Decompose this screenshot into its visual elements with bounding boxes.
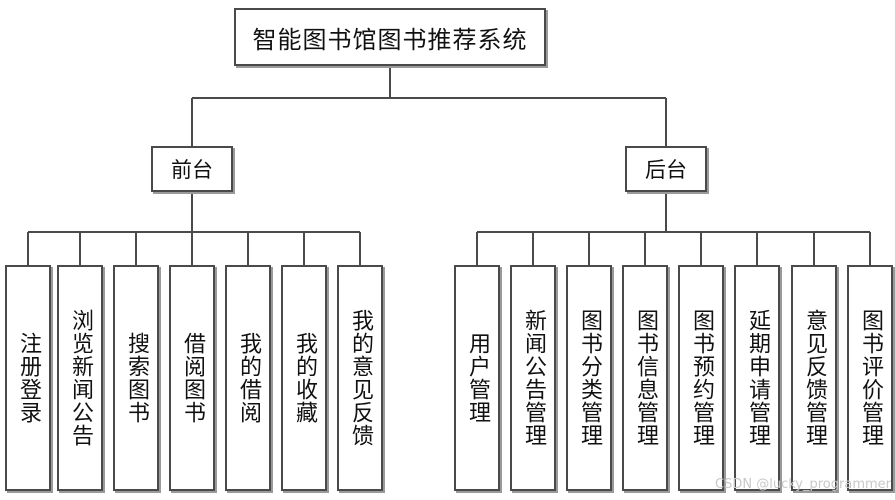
root-node: 智能图书馆图书推荐系统	[234, 8, 546, 66]
leaf-label: 浏览新闻公告	[67, 309, 93, 447]
leaf-node: 我的收藏	[281, 265, 327, 491]
leaf-node: 图书评价管理	[847, 265, 893, 491]
leaf-label: 图书评价管理	[857, 309, 883, 447]
leaf-label: 图书分类管理	[576, 309, 602, 447]
watermark: CSDN @lucky_programmer	[715, 477, 891, 492]
leaf-label: 图书信息管理	[632, 309, 658, 447]
leaf-node: 图书分类管理	[566, 265, 612, 491]
leaf-node: 用户管理	[454, 265, 500, 491]
leaf-label: 我的收藏	[291, 332, 317, 424]
leaf-node: 注册登录	[5, 265, 51, 491]
branch-backend: 后台	[625, 146, 707, 192]
leaf-label: 我的意见反馈	[347, 309, 373, 447]
leaf-label: 借阅图书	[179, 332, 205, 424]
leaf-node: 浏览新闻公告	[57, 265, 103, 491]
leaf-label: 搜索图书	[123, 332, 149, 424]
leaf-label: 用户管理	[464, 332, 490, 424]
leaf-node: 搜索图书	[113, 265, 159, 491]
leaf-node: 新闻公告管理	[510, 265, 556, 491]
leaf-node: 我的借阅	[225, 265, 271, 491]
branch-label: 后台	[645, 158, 687, 182]
leaf-node: 意见反馈管理	[791, 265, 837, 491]
leaf-label: 我的借阅	[235, 332, 261, 424]
leaf-label: 延期申请管理	[744, 309, 770, 447]
leaf-node: 借阅图书	[169, 265, 215, 491]
leaf-node: 图书信息管理	[622, 265, 668, 491]
branch-frontend: 前台	[151, 146, 233, 192]
branch-label: 前台	[171, 158, 213, 182]
leaf-node: 我的意见反馈	[337, 265, 383, 491]
leaf-node: 图书预约管理	[678, 265, 724, 491]
leaf-node: 延期申请管理	[734, 265, 780, 491]
root-label: 智能图书馆图书推荐系统	[252, 25, 528, 54]
leaf-label: 图书预约管理	[688, 309, 714, 447]
leaf-label: 意见反馈管理	[801, 309, 827, 447]
leaf-label: 新闻公告管理	[520, 309, 546, 447]
leaf-label: 注册登录	[15, 332, 41, 424]
